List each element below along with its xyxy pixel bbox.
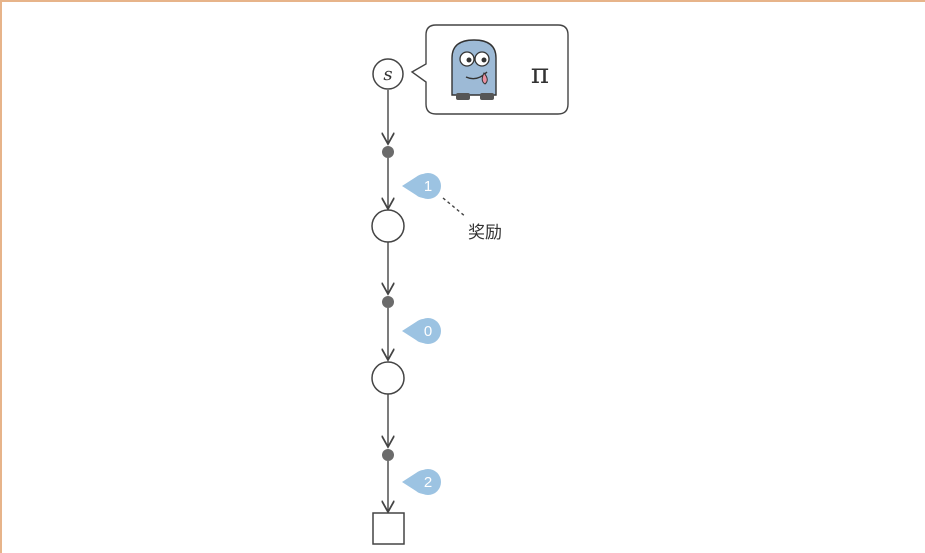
state-node [371, 361, 405, 395]
start-state-node: s [372, 58, 404, 90]
terminal-square-icon [372, 512, 405, 545]
start-state-label: s [383, 64, 392, 85]
state-node [371, 209, 405, 243]
action-node [382, 296, 394, 308]
policy-symbol: π [531, 57, 549, 90]
reward-value: 2 [424, 474, 432, 491]
action-node [382, 146, 394, 158]
annotation-leader-line [442, 197, 467, 218]
action-node [382, 449, 394, 461]
reward-bubble: 1 [402, 173, 441, 199]
reward-value: 0 [424, 323, 432, 340]
reward-annotation: 奖励 [468, 223, 502, 243]
robot-agent-icon [451, 39, 497, 100]
reward-value: 1 [424, 178, 432, 195]
reward-bubble: 2 [402, 469, 441, 495]
reward-bubble: 0 [402, 318, 441, 344]
